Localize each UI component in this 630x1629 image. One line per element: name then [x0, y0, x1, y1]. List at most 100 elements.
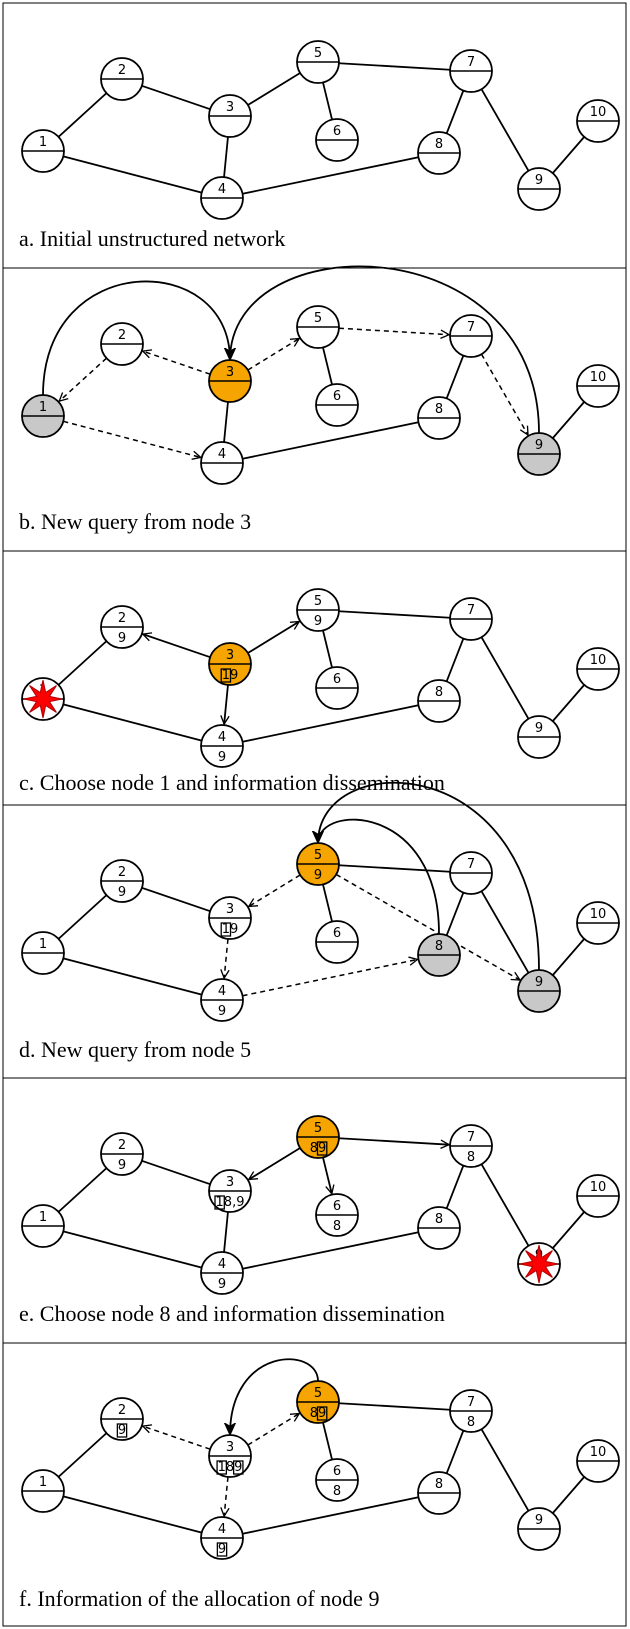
node-id-label: 6: [333, 672, 341, 687]
edge-2-3: [141, 84, 211, 111]
query-arrow-3-to-4: [224, 1476, 228, 1516]
info-value: 8: [310, 1406, 318, 1421]
edge-7-8: [445, 1430, 465, 1474]
node-info-label: 9: [218, 1004, 226, 1019]
edge-9-10: [552, 401, 585, 439]
info-value: 9: [218, 750, 226, 765]
info-value: 9: [118, 1158, 126, 1173]
edge-2-3: [141, 886, 211, 913]
node-id-label: 4: [218, 1522, 226, 1537]
node-id-label: 7: [467, 320, 475, 335]
edge-7-8: [445, 355, 465, 399]
query-arrow-3-to-5: [247, 339, 299, 371]
node-info-label: 89: [310, 1406, 327, 1421]
node-5: 59: [296, 588, 340, 632]
node-id-label: 5: [314, 848, 322, 863]
node-4: 49: [200, 1251, 244, 1295]
node-id-label: 4: [218, 730, 226, 745]
edge-7-9: [480, 636, 530, 720]
node-id-label: 8: [435, 1477, 443, 1492]
node-id-label: 4: [218, 984, 226, 999]
node-id-label: 2: [118, 1138, 126, 1153]
info-value: 9: [230, 922, 238, 937]
info-value: 9: [314, 614, 322, 629]
node-6: 6: [315, 666, 359, 710]
edge-9-10: [552, 684, 585, 722]
info-value: 9: [314, 868, 322, 883]
node-6: 68: [315, 1458, 359, 1502]
node-id-label: 10: [590, 105, 607, 120]
edge-7-8: [445, 1165, 465, 1209]
node-5: 589: [296, 1380, 340, 1424]
node-id-label: 7: [467, 857, 475, 872]
node-id-label: 4: [218, 182, 226, 197]
node-info-label: 19: [222, 922, 239, 937]
selected-burst-icon: [519, 1244, 559, 1284]
allocation-mark-box: [214, 1195, 225, 1210]
edge-1-2: [57, 1167, 108, 1213]
edge-1-4: [63, 703, 202, 742]
node-id-label: 10: [590, 1180, 607, 1195]
node-5: 589: [296, 1115, 340, 1159]
node-id-label: 8: [435, 137, 443, 152]
edge-4-8: [242, 704, 419, 743]
edge-5-6: [322, 1422, 333, 1460]
edge-1-4: [63, 155, 202, 194]
node-9: 9: [517, 1242, 561, 1286]
node-info-label: 9: [314, 614, 322, 629]
info-value: 9: [118, 885, 126, 900]
node-10: 10: [576, 364, 620, 408]
node-id-label: 1: [39, 937, 47, 952]
node-4: 4: [200, 176, 244, 220]
node-8: 8: [417, 679, 461, 723]
node-info-label: 19: [222, 668, 239, 683]
node-info-label: 18,9: [216, 1195, 245, 1210]
allocation-mark-box: [316, 1141, 328, 1156]
info-value: 9: [230, 668, 238, 683]
edge-7-9: [480, 890, 530, 974]
node-id-label: 5: [314, 46, 322, 61]
node-2: 2: [100, 322, 144, 366]
boxed-info-value: 1: [216, 1195, 224, 1210]
node-3: 318,9: [208, 1169, 252, 1213]
info-value: 9: [218, 1004, 226, 1019]
query-arrow-7-to-9: [480, 353, 528, 435]
node-3: 3: [208, 94, 252, 138]
boxed-info-value: 1: [222, 668, 230, 683]
edge-5-6: [322, 82, 333, 120]
panel-caption: f. Information of the allocation of node…: [19, 1586, 379, 1611]
panel-caption: e. Choose node 8 and information dissemi…: [19, 1301, 445, 1326]
edge-4-8: [242, 421, 419, 460]
node-7: 7: [449, 314, 493, 358]
panel-caption: a. Initial unstructured network: [19, 226, 285, 251]
node-3: 319: [208, 642, 252, 686]
boxed-info-value: 9: [318, 1141, 326, 1156]
node-id-label: 7: [467, 1395, 475, 1410]
node-id-label: 2: [118, 1403, 126, 1418]
node-id-label: 10: [590, 653, 607, 668]
edge-2-3: [141, 1159, 211, 1186]
panel-c: 1293194959678910c. Choose node 1 and inf…: [2, 550, 627, 806]
node-6: 68: [315, 1193, 359, 1237]
boxed-info-value: 9: [234, 1460, 242, 1475]
edge-5-7: [338, 864, 451, 873]
node-10: 10: [576, 901, 620, 945]
node-id-label: 3: [226, 100, 234, 115]
node-6: 6: [315, 920, 359, 964]
dissemination-arrow-3-to-4: [224, 684, 228, 724]
node-id-label: 3: [226, 365, 234, 380]
info-value: 8: [333, 1219, 341, 1234]
node-info-label: 8: [467, 1415, 475, 1430]
edge-7-9: [480, 1163, 530, 1247]
edge-7-8: [445, 892, 465, 936]
edge-4-8: [242, 1231, 419, 1270]
node-id-label: 10: [590, 370, 607, 385]
edge-1-2: [57, 894, 108, 940]
boxed-info-value: 1: [218, 1460, 226, 1475]
node-7: 78: [449, 1389, 493, 1433]
node-info-label: 9: [314, 868, 322, 883]
node-id-label: 6: [333, 926, 341, 941]
node-id-label: 7: [467, 55, 475, 70]
